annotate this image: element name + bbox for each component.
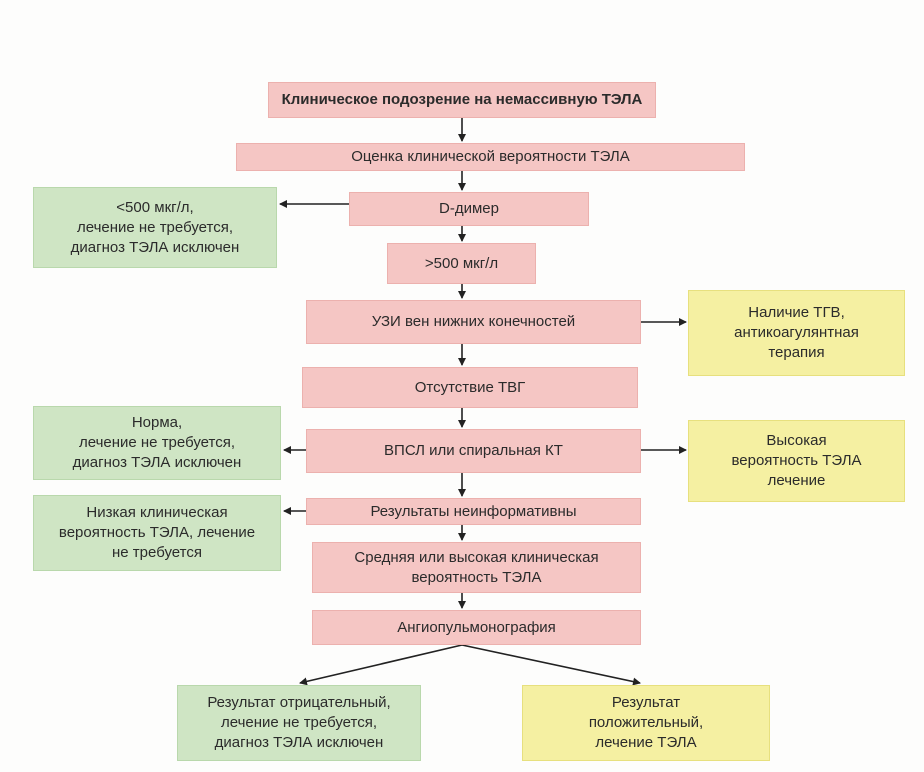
node-positive-result: Результат положительный, лечение ТЭЛА: [522, 685, 770, 761]
node-noninformative: Результаты неинформативны: [306, 498, 641, 525]
node-negative-result: Результат отрицательный, лечение не треб…: [177, 685, 421, 761]
arrow-angio-negative: [299, 644, 463, 686]
node-usv: УЗИ вен нижних конечностей: [306, 300, 641, 344]
arrow-angio-positive: [461, 644, 641, 686]
node-vpsl-ct: ВПСЛ или спиральная КТ: [306, 429, 641, 473]
node-angiography: Ангиопульмонография: [312, 610, 641, 645]
node-norm-excluded: Норма, лечение не требуется, диагноз ТЭЛ…: [33, 406, 281, 480]
node-high-probability: Высокая вероятность ТЭЛА лечение: [688, 420, 905, 502]
node-mid-high-probability: Средняя или высокая клиническая вероятно…: [312, 542, 641, 593]
node-low-probability: Низкая клиническая вероятность ТЭЛА, леч…: [33, 495, 281, 571]
node-gt500: >500 мкг/л: [387, 243, 536, 284]
node-ddimer: D-димер: [349, 192, 589, 226]
node-tgv-present: Наличие ТГВ, антикоагулянтная терапия: [688, 290, 905, 376]
node-suspicion: Клиническое подозрение на немассивную ТЭ…: [268, 82, 656, 118]
node-probability: Оценка клинической вероятности ТЭЛА: [236, 143, 745, 171]
node-lt500-excluded: <500 мкг/л, лечение не требуется, диагно…: [33, 187, 277, 268]
node-tgv-absent: Отсутствие ТВГ: [302, 367, 638, 408]
